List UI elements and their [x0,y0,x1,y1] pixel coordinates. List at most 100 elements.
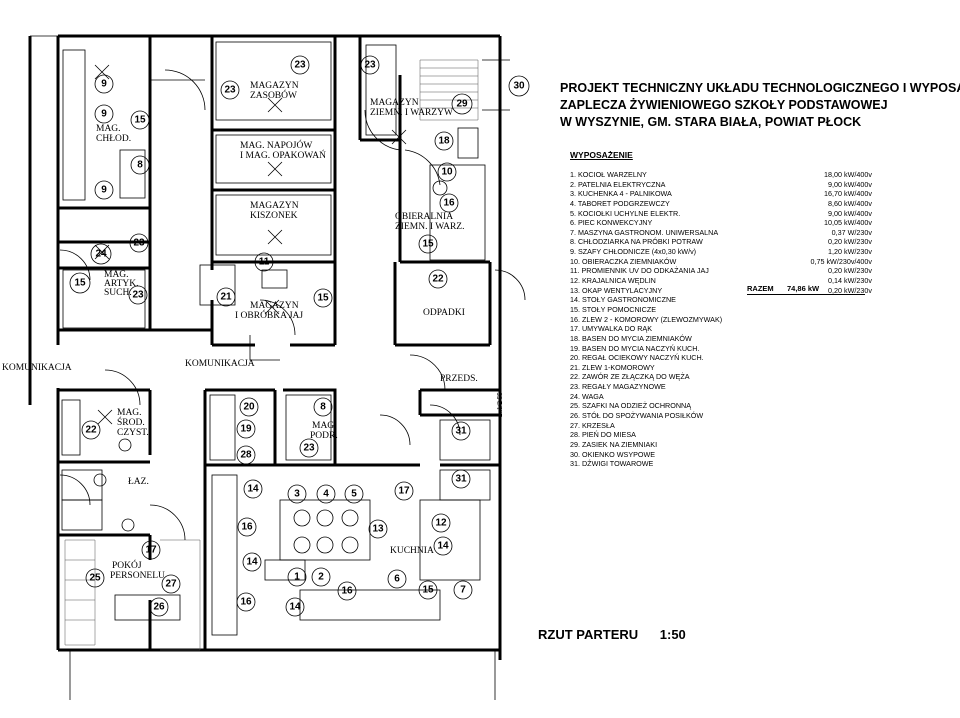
equipment-item: 23. REGAŁY MAGAZYNOWE [570,382,880,392]
svg-text:14: 14 [437,541,449,552]
equipment-item-power: 0,20 kW/230v [828,285,872,295]
svg-text:23: 23 [224,85,236,96]
svg-text:16: 16 [443,198,455,209]
marker: 6 [387,569,407,589]
svg-text:15: 15 [134,115,146,126]
marker: 23 [220,80,240,100]
label-mag-chlod: MAG. [96,124,121,134]
equipment-item: 16. ZLEW 2 - KOMOROWY (ZLEWOZMYWAK) [570,315,880,325]
equipment-item: 5. KOCIOŁKI UCHYLNE ELEKTR.9,00 kW/400v [570,209,880,219]
marker: 12 [431,513,451,533]
svg-text:6: 6 [394,574,400,585]
marker: 30 [508,75,530,97]
label-mag-artyk: MAG. [104,270,129,280]
title-line-1: PROJEKT TECHNICZNY UKŁADU TECHNOLOGICZNE… [560,81,960,95]
equipment-item-label: 18. BASEN DO MYCIA ZIEMNIAKÓW [570,333,692,343]
svg-text:31: 31 [455,426,467,437]
equipment-item-power: 0,20 kW/230v [828,237,872,247]
marker: 8 [130,155,150,175]
label-obieralnia: OBIERALNIA [395,212,453,222]
equipment-item-label: 17. UMYWALKA DO RĄK [570,324,653,334]
marker: 23 [290,55,310,75]
equipment-item-power: 0,20 kW/230v [828,266,872,276]
svg-text:16: 16 [240,597,252,608]
equipment-blocks [61,41,491,636]
title-line-2: ZAPLECZA ŻYWIENIOWEGO SZKOŁY PODSTAWOWEJ [560,98,888,112]
marker: 10 [437,162,457,182]
equipment-item: 15. STOŁY POMOCNICZE [570,305,880,315]
svg-text:25: 25 [89,573,101,584]
marker: 14 [243,479,263,499]
equipment-item-label: 27. KRZESŁA [570,420,615,430]
equipment-item: 27. KRZESŁA [570,421,880,431]
marker: 17 [394,481,414,501]
marker: 9 [94,74,114,94]
drawing-scale: RZUT PARTERU 1:50 [538,627,704,642]
title-line-3: W WYSZYNIE, GM. STARA BIAŁA, POWIAT PŁOC… [560,115,862,129]
label-komunikacja-center: KOMUNIKACJA [185,359,255,369]
marker: 9 [94,180,114,200]
marker: 15 [313,288,333,308]
equipment-item-label: 5. KOCIOŁKI UCHYLNE ELEKTR. [570,208,681,218]
marker: 24 [90,243,112,265]
svg-text:1: 1 [294,572,300,583]
label-side-note: 2x1/2 55 [496,392,504,417]
marker: 18 [434,131,454,151]
equipment-item-power: 16,70 kW/400v [824,189,872,199]
equipment-item: 22. ZAWÓR ZE ZŁĄCZKĄ DO WĘŻA [570,372,880,382]
svg-text:23: 23 [294,60,306,71]
svg-text:4: 4 [323,489,329,500]
equipment-item: 19. BASEN DO MYCIA NACZYŃ KUCH. [570,344,880,354]
equipment-item: 21. ZLEW 1-KOMOROWY [570,363,880,373]
equipment-item-label: 24. WAGA [570,391,604,401]
equipment-markers: 9 9 15 8 9 23 23 23 29 30 18 10 16 15 24… [69,55,530,617]
marker: 9 [94,104,114,124]
marker: 14 [242,552,262,572]
svg-text:9: 9 [101,185,107,196]
label-mag-srod: MAG. [117,408,142,418]
equipment-item-label: 16. ZLEW 2 - KOMOROWY (ZLEWOZMYWAK) [570,314,723,324]
marker: 23 [129,233,149,253]
total-label: RAZEM [747,284,774,293]
marker: 13 [368,519,388,539]
equipment-heading: WYPOSAŻENIE [570,150,633,160]
equipment-item: 9. SZAFY CHŁODNICZE (4x0,30 kW/v)1,20 kW… [570,247,880,257]
marker: 15 [130,110,150,130]
svg-text:14: 14 [289,602,301,613]
equipment-item-label: 22. ZAWÓR ZE ZŁĄCZKĄ DO WĘŻA [570,372,690,382]
svg-text:17: 17 [398,486,410,497]
marker: 15 [418,580,438,600]
svg-text:MAG.CHŁOD.: MAG.CHŁOD. [96,124,131,144]
equipment-item-label: 29. ZASIEK NA ZIEMNIAKI [570,439,658,449]
marker: 26 [149,597,169,617]
marker: 15 [69,272,91,294]
svg-text:MAG.ŚROD.CZYST.: MAG.ŚROD.CZYST. [117,408,149,438]
svg-text:7: 7 [460,585,466,596]
marker: 16 [337,581,357,601]
label-odpadki: ODPADKI [423,308,465,318]
marker: 7 [453,580,473,600]
marker: 23 [299,438,319,458]
light-fixtures [94,64,407,425]
svg-text:16: 16 [341,586,353,597]
equipment-item-power: 18,00 kW/400v [824,170,872,179]
equipment-item-label: 23. REGAŁY MAGAZYNOWE [570,382,666,392]
marker: 31 [451,421,471,441]
equipment-item-power: 8,60 kW/400v [828,198,872,208]
equipment-item: 24. WAGA [570,392,880,402]
label-komunikacja-left: KOMUNIKACJA [2,363,72,373]
marker: 16 [236,592,256,612]
label-mag-ziemn: MAGAZYN [370,98,419,108]
marker: 3 [287,484,307,504]
svg-text:18: 18 [438,136,450,147]
marker: 22 [428,269,448,289]
